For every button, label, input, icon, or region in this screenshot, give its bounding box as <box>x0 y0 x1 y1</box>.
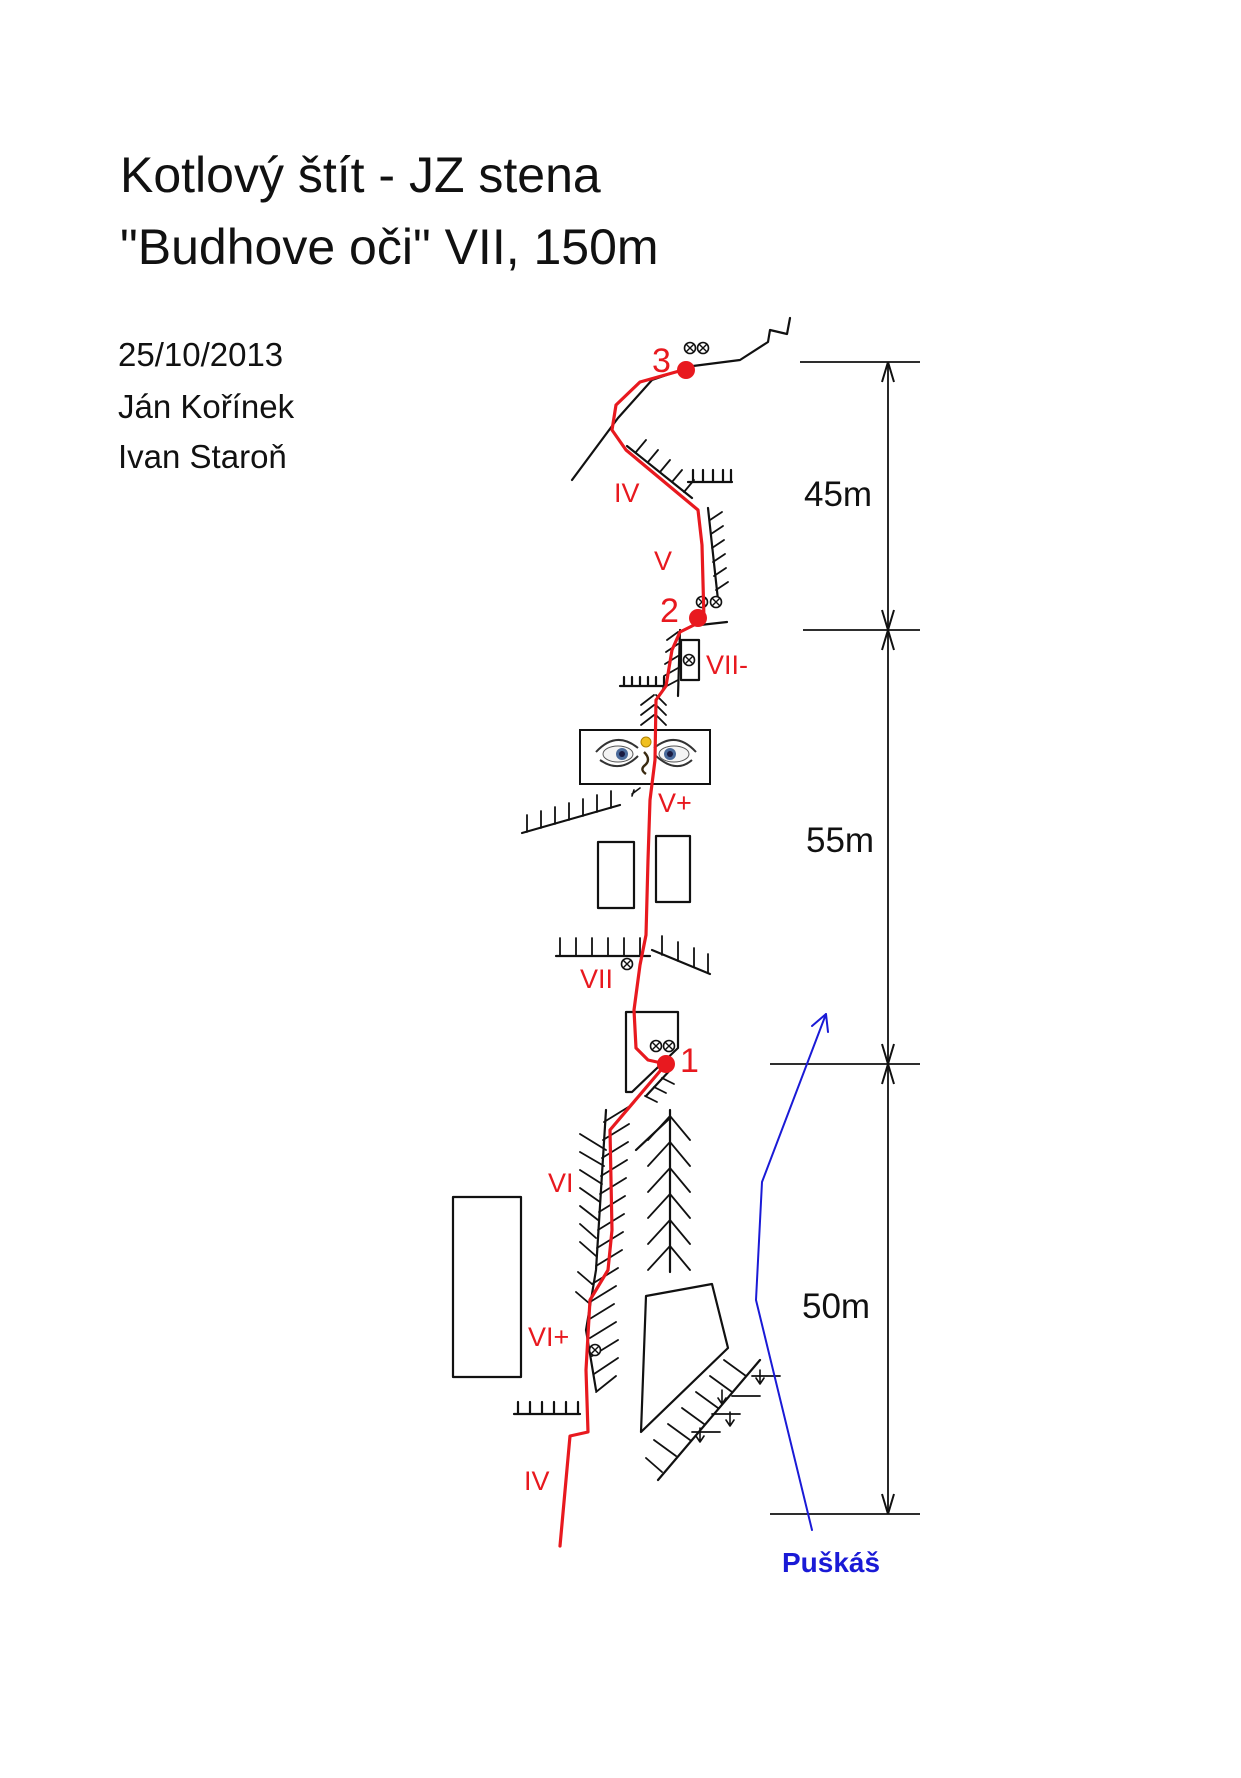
belay-points <box>657 361 707 1073</box>
length-scale <box>770 361 920 1515</box>
right-corner-hatch <box>709 511 729 591</box>
neighbor-route-name: Puškáš <box>782 1547 880 1578</box>
grade-pitch3-v: V <box>654 546 672 576</box>
bolt-icon <box>682 653 696 667</box>
grade-pitch1-vi-plus: VI+ <box>528 1322 569 1352</box>
belay-label-3: 3 <box>652 342 671 380</box>
grade-pitch1-bottom: IV <box>524 1466 550 1496</box>
belay-marker-1 <box>657 1055 675 1073</box>
lower-right-arrows <box>695 1369 765 1443</box>
grade-pitch2-vii: VII <box>580 964 613 994</box>
climber-2: Ivan Staroň <box>118 438 287 475</box>
grade-pitch2-v-plus: V+ <box>658 788 692 818</box>
bolt-icon <box>696 341 710 355</box>
upper-dihedral-hatch <box>635 439 695 493</box>
neighbor-route-line <box>754 1013 829 1531</box>
bolt-icon <box>683 341 697 355</box>
roof-left-hatch <box>526 790 612 833</box>
lower-right-slab-hatch <box>645 1359 747 1473</box>
slab-right <box>639 1282 730 1434</box>
ascent-date: 25/10/2013 <box>118 336 284 373</box>
long-dihedral-hatch-left <box>575 1133 607 1305</box>
belay-marker-2 <box>689 609 707 627</box>
roof-left <box>520 803 622 835</box>
climber-1: Ján Kořínek <box>118 388 295 425</box>
route-line <box>558 366 706 1548</box>
overhang-top <box>686 468 734 484</box>
grade-pitch1-vi: VI <box>548 1168 574 1198</box>
lower-right-ticks <box>691 1375 781 1433</box>
belay-label-2: 2 <box>660 592 679 630</box>
crack-above-eyes <box>640 694 667 726</box>
small-roof <box>618 675 667 688</box>
belay1-block <box>624 1010 680 1094</box>
lower-ledge <box>512 1400 582 1416</box>
small-tick <box>631 787 641 797</box>
grade-pitch2-vii-minus: VII- <box>706 650 748 680</box>
belay-label-1: 1 <box>680 1042 699 1080</box>
buddha-eyes-icon <box>579 729 711 785</box>
pillar-small <box>679 638 701 682</box>
left-corner-lower <box>676 628 682 698</box>
right-corner <box>706 506 720 602</box>
route-title-line1: Kotlový štít - JZ stena <box>120 147 601 203</box>
bolt-icon <box>709 595 723 609</box>
roof-vii-left-hatch <box>559 937 641 957</box>
pitch-length-1: 50m <box>802 1287 870 1326</box>
big-block <box>451 1195 523 1379</box>
summit-ridge <box>570 316 792 482</box>
block-right <box>654 834 692 904</box>
pitch-length-3: 45m <box>804 475 872 514</box>
lower-right-slab <box>656 1358 762 1482</box>
corner-below-belay1-hatch <box>644 1077 675 1103</box>
grade-pitch3-iv: IV <box>614 478 640 508</box>
gully-hatch <box>647 1115 691 1271</box>
bolt-icon <box>588 1343 602 1357</box>
grade-labels: IV VI+ VI VII V+ VII- V IV <box>524 478 748 1496</box>
bolt-icon <box>649 1039 663 1053</box>
block-left <box>596 840 636 910</box>
bolt-icon <box>662 1039 676 1053</box>
rock-features <box>451 316 792 1482</box>
route-title-line2: "Budhove oči" VII, 150m <box>120 219 659 275</box>
pitch-length-2: 55m <box>806 821 874 860</box>
ledge-belay2 <box>698 620 729 627</box>
bolt-icon <box>620 957 634 971</box>
belay-marker-3 <box>677 361 695 379</box>
roof-vii-right <box>650 948 712 976</box>
roof-vii-right-hatch <box>661 935 709 974</box>
